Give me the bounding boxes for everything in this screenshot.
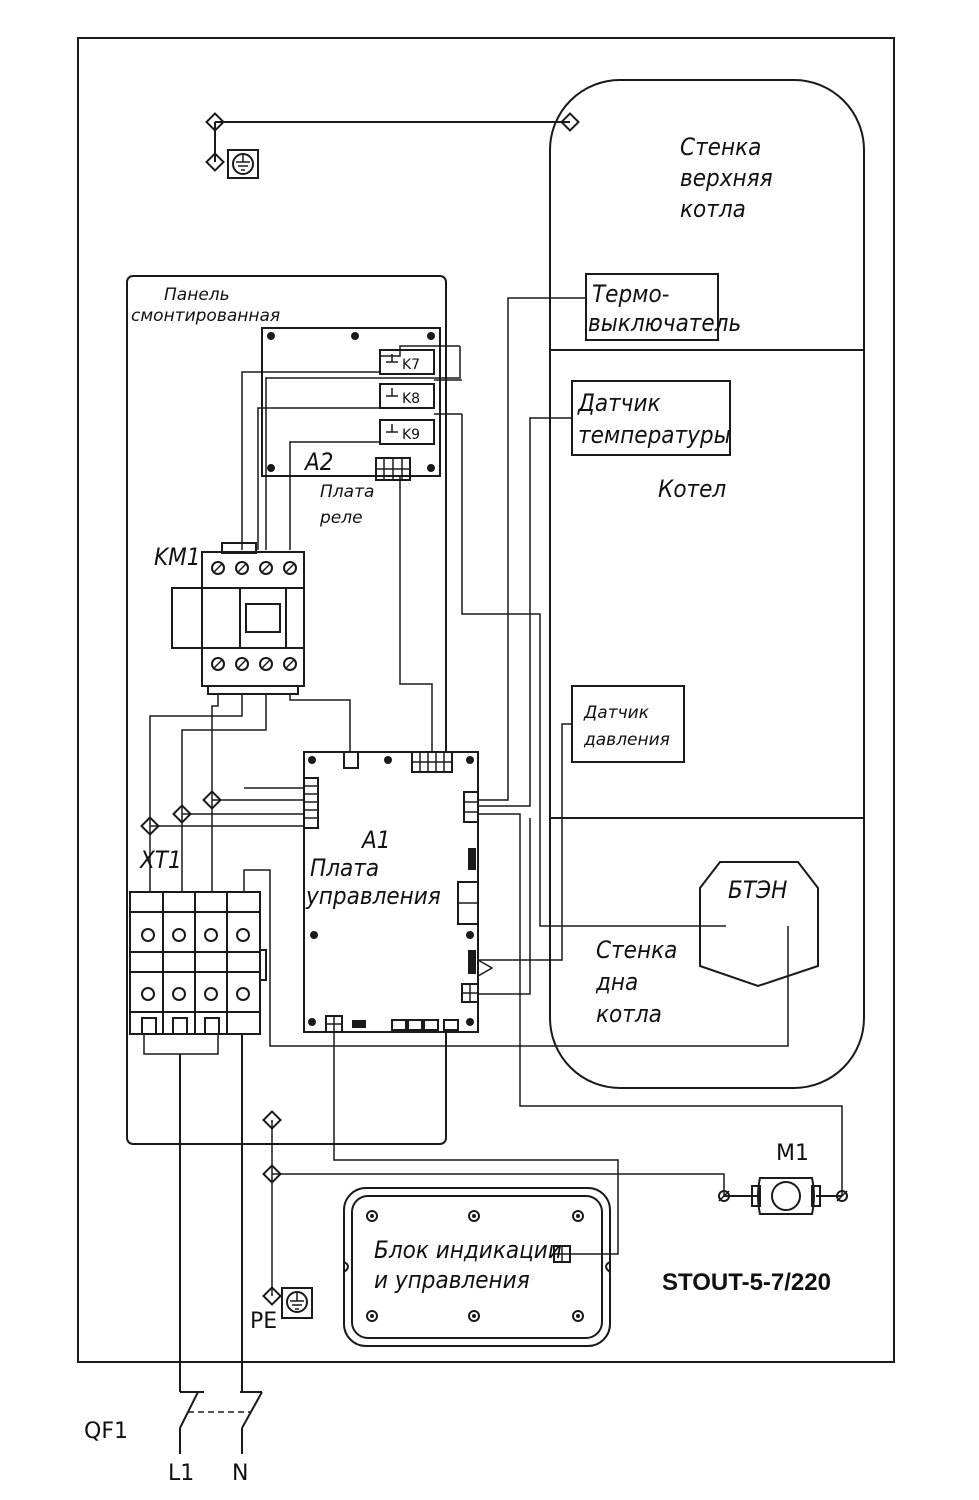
neutral-label: N (232, 1461, 248, 1486)
relay-board-connector (375, 457, 411, 481)
svg-text:K8: K8 (402, 391, 420, 407)
breaker-label: QF1 (84, 1419, 128, 1444)
boiler-label: Котел (658, 475, 726, 503)
temp-sensor-box (571, 380, 731, 456)
enclosure-frame (77, 37, 895, 1363)
ground-icon-top (227, 149, 259, 179)
line-label: L1 (168, 1461, 194, 1486)
ground-icon-pe (281, 1287, 313, 1319)
mounted-panel (126, 275, 447, 1145)
terminal-block-label: XT1 (139, 846, 182, 874)
contactor-label: KM1 (154, 543, 201, 571)
breaker-qf1 (179, 1391, 263, 1454)
svg-text:K7: K7 (402, 357, 420, 373)
heater-label: БТЭН (728, 876, 787, 904)
display-unit (343, 1187, 611, 1347)
motor-label: M1 (776, 1141, 809, 1166)
control-board (303, 751, 479, 1033)
svg-text:K9: K9 (402, 427, 420, 443)
contactor-km1 (171, 542, 305, 695)
control-board-connector-right-bottom (461, 983, 479, 1003)
temp-sensor-label: Датчик температуры (577, 389, 731, 449)
thermo-switch-label: Термо- выключатель (588, 280, 741, 337)
relay-board-label: Плата реле (319, 482, 380, 528)
pressure-sensor-box (571, 685, 685, 763)
boiler-bottom-wall-label: Стенка дна котла (595, 936, 684, 1028)
relay-k7: K7 (379, 349, 435, 375)
display-unit-label: Блок индикации и управления (374, 1236, 569, 1294)
control-board-connector-bottom (325, 1015, 459, 1033)
control-board-label: Плата управления (305, 854, 441, 910)
boiler-top-wall-label: Стенка верхняя котла (680, 133, 779, 223)
model-label: STOUT-5-7/220 (662, 1269, 831, 1296)
control-board-connector-right-top (463, 791, 479, 823)
motor-m1 (718, 1177, 848, 1215)
panel-label: Панель смонтированная (131, 285, 280, 326)
protective-earth-label: PE (250, 1309, 277, 1334)
relay-k8: K8 (379, 383, 435, 409)
relay-k9: K9 (379, 419, 435, 445)
relay-board-ref: A2 (303, 448, 334, 476)
pressure-sensor-label: Датчик давления (583, 703, 670, 750)
ground-node-top-low (205, 152, 225, 172)
control-board-ref: A1 (360, 826, 391, 854)
ground-node-top-right (560, 112, 580, 132)
ground-node-top-left (205, 112, 225, 132)
thermo-switch-box (585, 273, 719, 341)
boiler-tank (549, 79, 865, 1089)
relay-board (261, 327, 441, 477)
terminal-block-xt1 (129, 891, 267, 1055)
control-board-connector-left (303, 777, 319, 829)
control-board-connector-small (343, 751, 359, 769)
